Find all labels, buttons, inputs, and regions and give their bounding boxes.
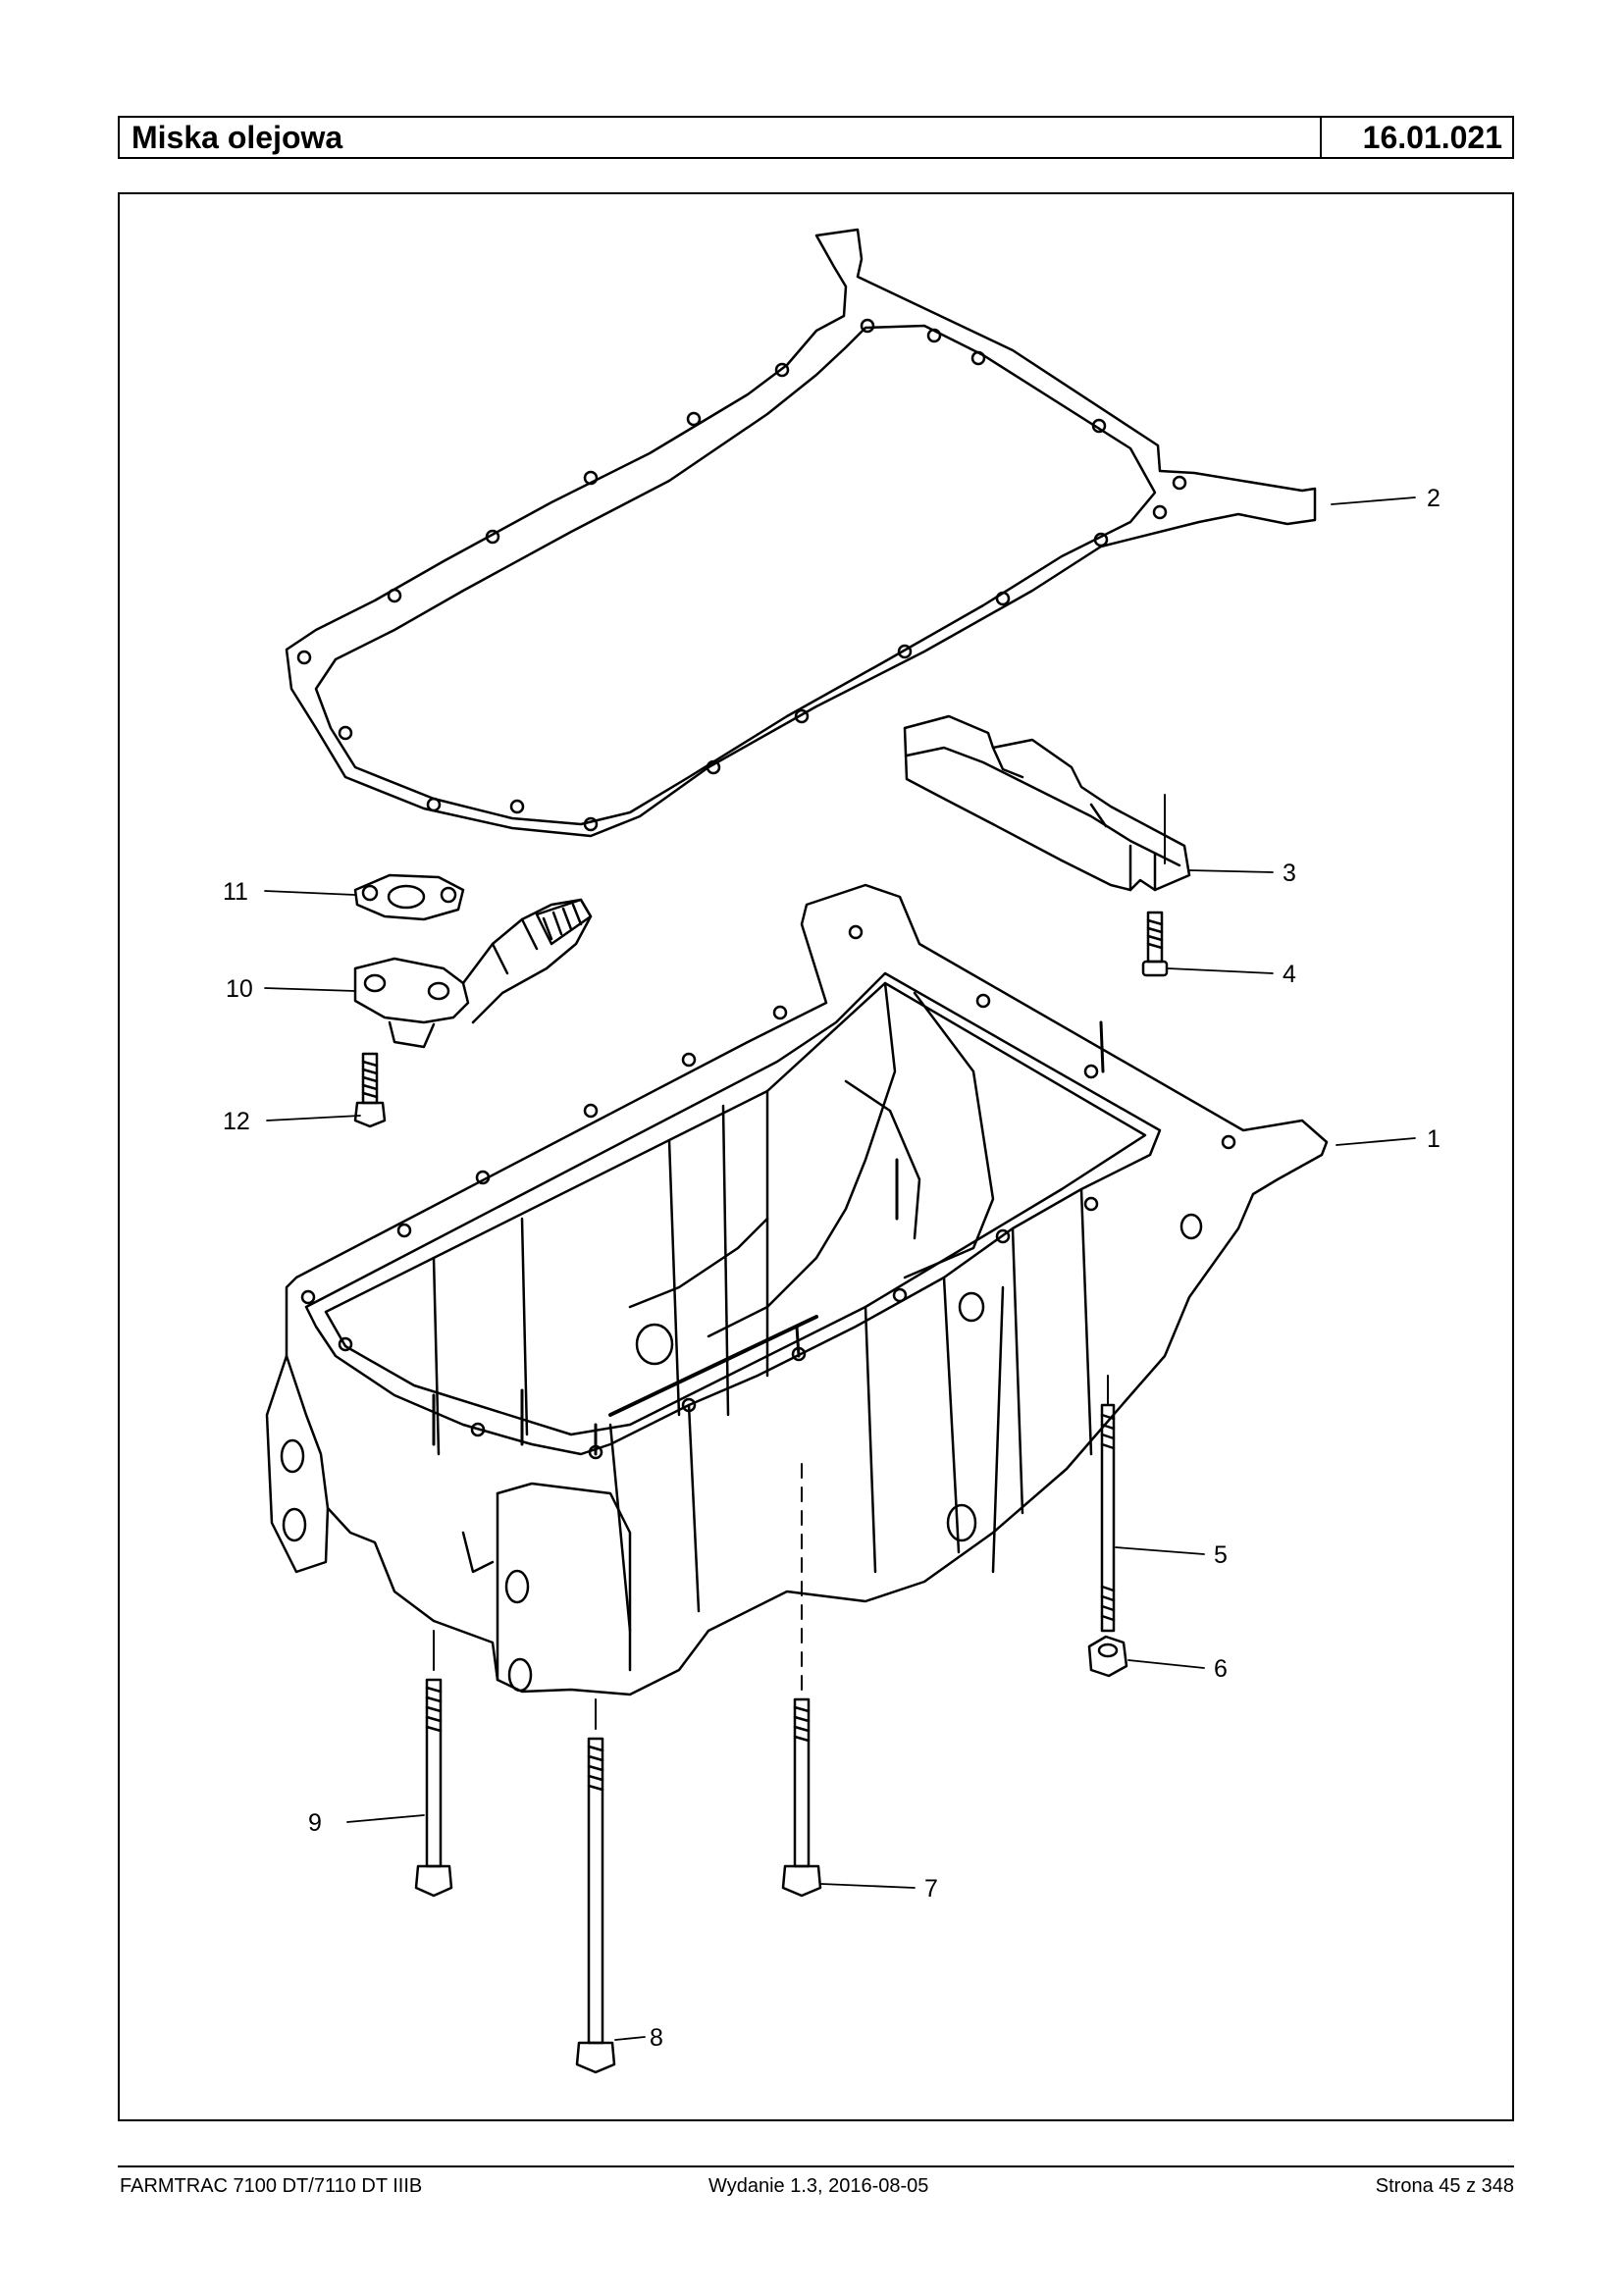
callout-leaders xyxy=(264,496,1416,2041)
bolt-8-drawing xyxy=(575,1698,616,2074)
callout-1: 1 xyxy=(1427,1125,1441,1153)
bolt-4-drawing xyxy=(1141,911,1169,977)
page-header: Miska olejowa 16.01.021 xyxy=(118,116,1514,159)
page-title: Miska olejowa xyxy=(131,120,343,155)
footer-model: FARMTRAC 7100 DT/7110 DT IIIB xyxy=(120,2175,423,2197)
parts-diagram: 1 2 3 4 5 6 7 8 9 10 11 12 xyxy=(118,192,1514,2121)
callout-3: 3 xyxy=(1283,860,1296,887)
baffle-plate-drawing xyxy=(903,714,1191,892)
callout-7: 7 xyxy=(924,1875,938,1903)
footer-edition: Wydanie 1.3, 2016-08-05 xyxy=(708,2175,929,2197)
callout-2: 2 xyxy=(1427,485,1441,512)
callout-12: 12 xyxy=(223,1108,250,1135)
callout-9: 9 xyxy=(308,1809,322,1837)
footer-page-number: Strona 45 z 348 xyxy=(1375,2175,1514,2197)
stud-5-drawing xyxy=(1100,1375,1116,1633)
callout-8: 8 xyxy=(650,2024,663,2052)
callout-6: 6 xyxy=(1214,1655,1228,1683)
oil-pan-drawing xyxy=(265,883,1329,1696)
section-code: 16.01.021 xyxy=(1320,118,1512,157)
exploded-view-drawing: 1 2 3 4 5 6 7 8 9 10 11 12 xyxy=(223,228,1441,2074)
gasket-drawing xyxy=(285,228,1317,838)
callout-10: 10 xyxy=(226,975,253,1003)
bolt-12-drawing xyxy=(353,1052,387,1128)
flange-gasket-drawing xyxy=(353,873,465,921)
bolt-7-drawing xyxy=(781,1463,822,1898)
callout-4: 4 xyxy=(1283,961,1296,988)
callout-5: 5 xyxy=(1214,1541,1228,1569)
callout-11: 11 xyxy=(223,878,248,906)
nut-6-drawing xyxy=(1087,1635,1128,1678)
footer-divider xyxy=(118,2165,1514,2167)
bolt-9-drawing xyxy=(414,1630,453,1898)
oil-strainer-drawing xyxy=(353,898,593,1049)
callout-labels: 1 2 3 4 5 6 7 8 9 10 11 12 xyxy=(223,485,1441,2052)
